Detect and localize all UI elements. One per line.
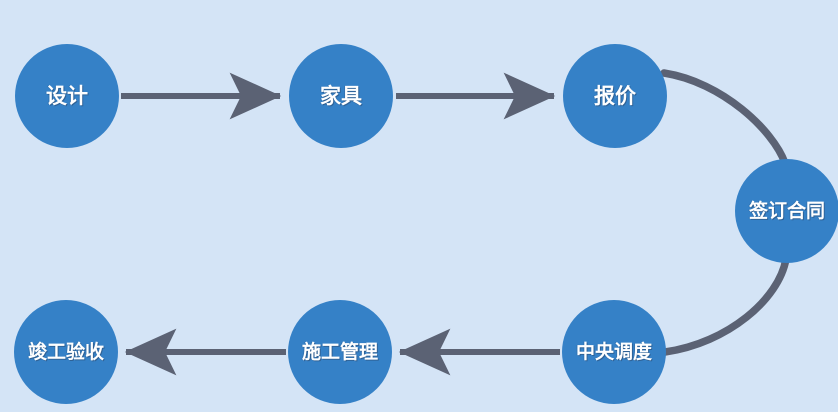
node-construction[interactable]: 施工管理 [288, 300, 392, 404]
node-label-construction: 施工管理 [301, 341, 378, 363]
node-label-acceptance: 竣工验收 [27, 341, 104, 363]
node-dispatch[interactable]: 中央调度 [562, 300, 666, 404]
edge-quotation-to-sign [660, 69, 789, 167]
node-sign-contract[interactable]: 签订合同 [735, 159, 838, 263]
node-label-design: 设计 [46, 84, 88, 108]
node-label-dispatch: 中央调度 [575, 341, 652, 363]
node-design[interactable]: 设计 [15, 44, 119, 148]
node-label-quotation: 报价 [594, 84, 636, 108]
edge-sign-to-dispatch [661, 255, 790, 356]
node-quotation[interactable]: 报价 [563, 44, 667, 148]
node-furniture[interactable]: 家具 [289, 44, 393, 148]
node-label-sign-contract: 签订合同 [748, 200, 825, 222]
node-acceptance[interactable]: 竣工验收 [14, 300, 118, 404]
node-label-furniture: 家具 [320, 84, 362, 108]
